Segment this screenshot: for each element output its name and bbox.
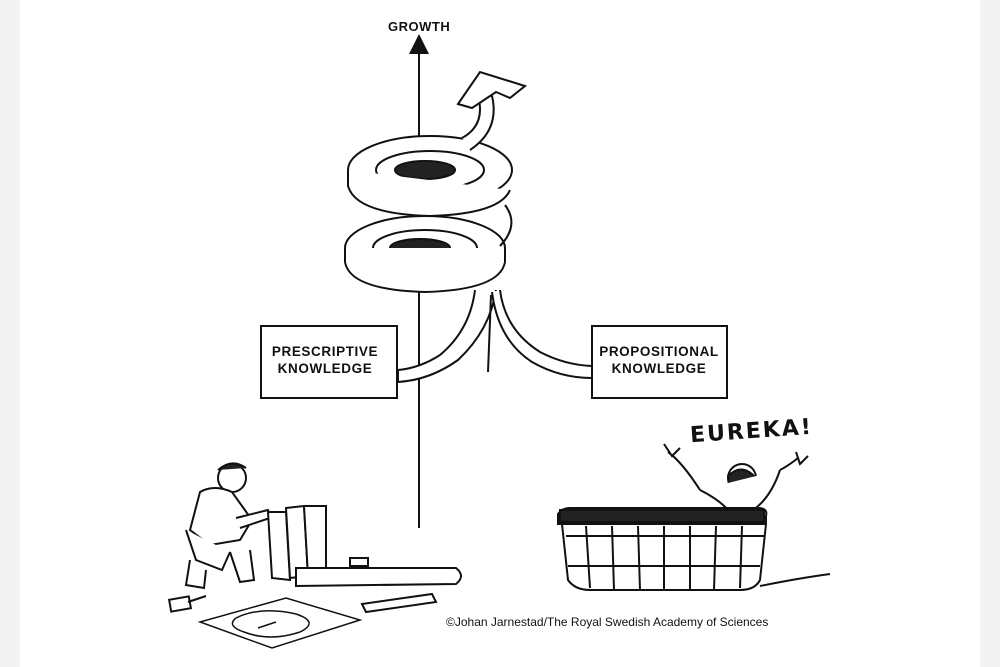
- bathtub: [557, 507, 831, 591]
- propositional-box: [591, 325, 728, 399]
- propositional-line2: KNOWLEDGE: [611, 361, 707, 376]
- propositional-label: PROPOSITIONAL KNOWLEDGE: [592, 343, 726, 377]
- prescriptive-box: [260, 325, 398, 399]
- left-margin: [0, 0, 20, 667]
- propositional-line1: PROPOSITIONAL: [599, 344, 719, 359]
- craftsman-figure: [184, 462, 272, 590]
- bathing-figure: [663, 443, 809, 513]
- prescriptive-line1: PRESCRIPTIVE: [271, 344, 379, 359]
- right-margin: [980, 0, 1000, 667]
- credit-line: ©Johan Jarnestad/The Royal Swedish Acade…: [446, 615, 769, 629]
- growth-label: GROWTH: [388, 19, 451, 34]
- prescriptive-label: PRESCRIPTIVE KNOWLEDGE: [262, 343, 388, 377]
- barrel-staves: [266, 504, 462, 614]
- prescriptive-line2: KNOWLEDGE: [277, 361, 373, 376]
- spiral-arrow-icon: [344, 70, 593, 384]
- hammer-icon: [167, 595, 207, 613]
- plan-sheet: [197, 597, 363, 649]
